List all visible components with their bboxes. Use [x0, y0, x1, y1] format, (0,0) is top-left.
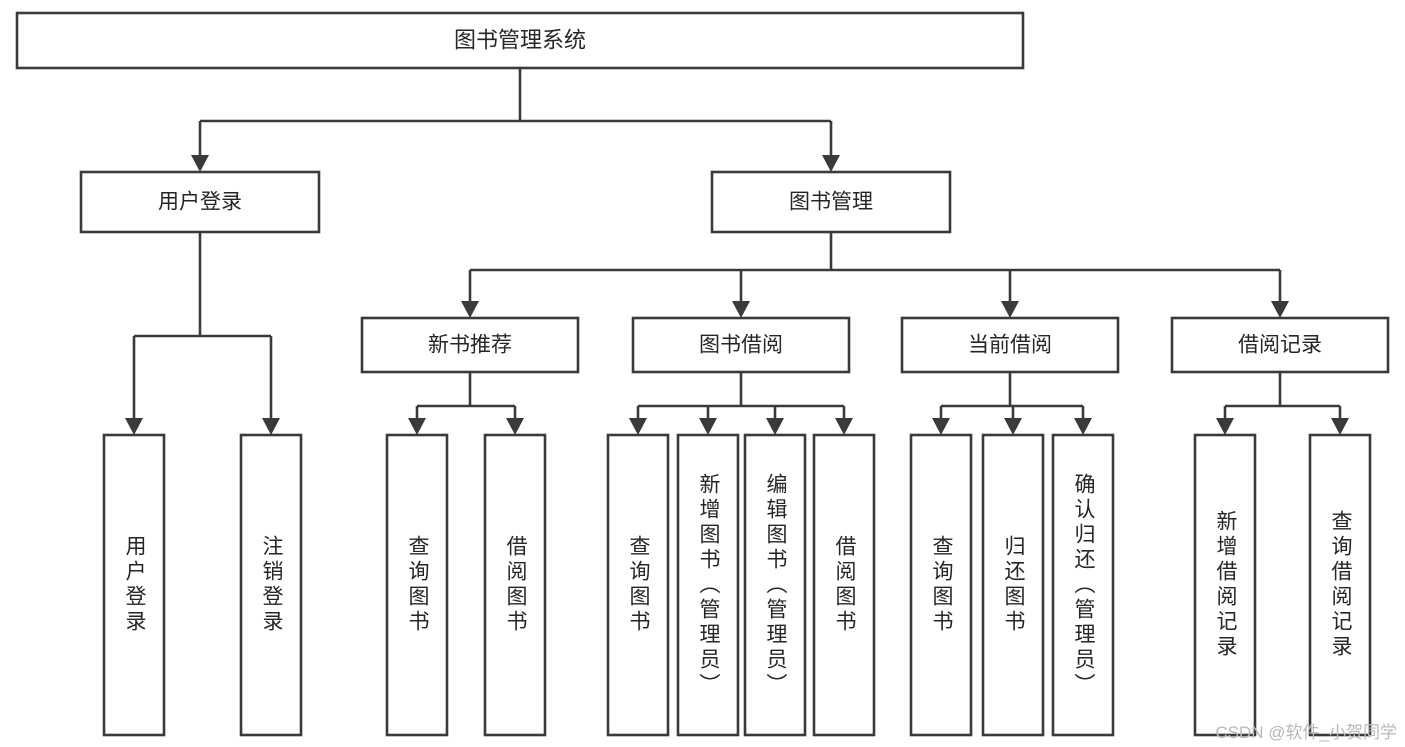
node-box-leaf-borrow-book-1 [483, 433, 547, 737]
book-borrow-arrow-1 [699, 418, 717, 435]
user-login-arrow-1 [262, 418, 280, 435]
boxes-layer [15, 11, 1390, 737]
root-arrow-1 [822, 155, 840, 172]
current-borrow-arrow-2 [1074, 418, 1092, 435]
node-box-root [15, 11, 1025, 70]
node-box-user-login [79, 170, 321, 234]
borrow-record-arrow-0 [1216, 418, 1234, 435]
node-label-current-borrow: 当前借阅 [968, 334, 1052, 357]
book-manage-arrow-3 [1271, 301, 1289, 318]
node-box-leaf-edit-book [743, 433, 807, 737]
book-borrow-arrow-2 [766, 418, 784, 435]
new-book-rec-arrow-1 [506, 418, 524, 435]
node-box-leaf-borrow-book-2 [812, 433, 876, 737]
book-manage-arrow-0 [461, 301, 479, 318]
node-box-book-borrow [631, 316, 851, 374]
root-arrow-0 [191, 155, 209, 172]
node-label-borrow-record: 借阅记录 [1238, 334, 1322, 357]
node-box-current-borrow [900, 316, 1120, 374]
watermark-text: CSDN @软件_小贺同学 [1215, 723, 1397, 742]
node-box-leaf-query-record [1308, 433, 1372, 737]
book-manage-arrow-2 [1001, 301, 1019, 318]
node-box-new-book-rec [360, 316, 580, 374]
current-borrow-arrow-0 [932, 418, 950, 435]
book-manage-arrow-1 [732, 301, 750, 318]
node-box-borrow-record [1170, 316, 1390, 374]
user-login-arrow-0 [125, 418, 143, 435]
node-box-leaf-add-record [1193, 433, 1257, 737]
node-label-root: 图书管理系统 [454, 27, 586, 52]
node-label-book-manage: 图书管理 [789, 191, 873, 214]
book-borrow-arrow-0 [629, 418, 647, 435]
connectors-layer [125, 68, 1349, 435]
node-label-user-login: 用户登录 [158, 191, 242, 214]
book-borrow-arrow-3 [835, 418, 853, 435]
node-box-leaf-confirm-return [1051, 433, 1115, 737]
node-label-new-book-rec: 新书推荐 [428, 334, 512, 357]
new-book-rec-arrow-0 [408, 418, 426, 435]
node-box-leaf-user-logout [239, 433, 303, 737]
node-label-book-borrow: 图书借阅 [699, 334, 783, 357]
node-box-leaf-return-book [981, 433, 1045, 737]
node-box-leaf-query-book-2 [606, 433, 670, 737]
node-box-leaf-query-book-1 [385, 433, 449, 737]
node-box-leaf-user-login [102, 433, 166, 737]
node-box-leaf-add-book [676, 433, 740, 737]
node-box-leaf-query-book-3 [909, 433, 973, 737]
current-borrow-arrow-1 [1004, 418, 1022, 435]
borrow-record-arrow-1 [1331, 418, 1349, 435]
node-box-book-manage [710, 170, 952, 234]
